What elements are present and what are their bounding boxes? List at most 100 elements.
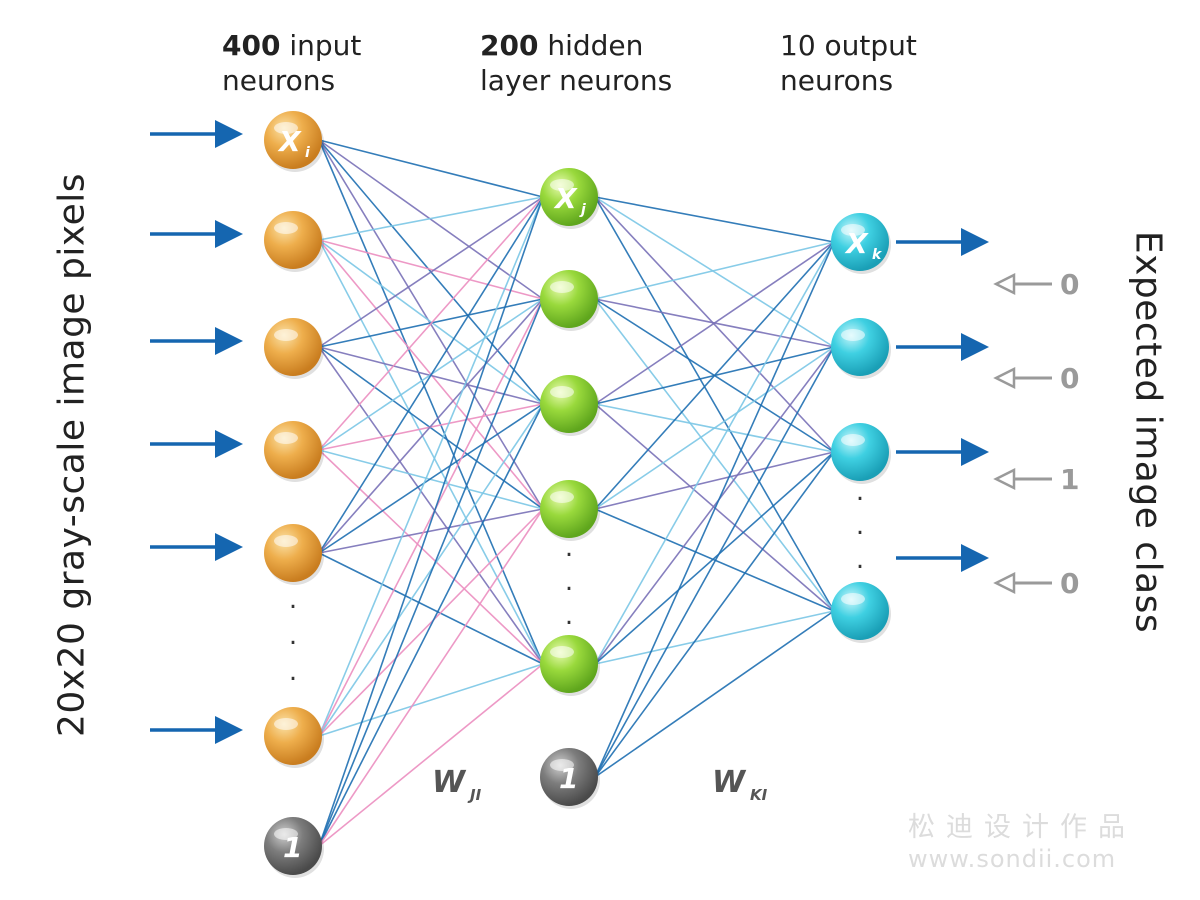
output-neuron: [831, 582, 889, 640]
connection-line: [594, 451, 835, 510]
connection-line: [318, 663, 544, 737]
connection-line: [318, 239, 544, 300]
input-neuron: [264, 707, 322, 765]
hidden-neuron: [540, 270, 598, 328]
connection-line: [318, 139, 544, 665]
input-ellipsis-dot: .: [289, 657, 297, 687]
connection-line: [594, 610, 835, 778]
output-layer-header: 10 output neurons: [780, 28, 917, 98]
connection-line: [318, 449, 544, 665]
hidden-ellipsis-dot: .: [565, 567, 573, 597]
expected-arrow-head: [993, 272, 1016, 296]
output-ellipsis-dot: .: [856, 477, 864, 507]
output-ellipsis-dot: .: [856, 511, 864, 541]
connection-line: [318, 508, 544, 554]
connection-line: [318, 239, 544, 405]
connection-line: [318, 196, 544, 737]
connection-line: [318, 139, 544, 300]
input-ellipsis-dot: .: [289, 585, 297, 615]
output-header-line1: 10 output: [780, 29, 917, 62]
hidden-ellipsis-dot: .: [565, 601, 573, 631]
connection-line: [318, 663, 544, 847]
hidden-layer-header: 200 hidden layer neurons: [480, 28, 672, 98]
connection-line: [594, 346, 835, 665]
output-ellipsis-dot: .: [856, 545, 864, 575]
neuron-highlight: [274, 535, 298, 547]
output-neuron-label-sub: k: [872, 247, 883, 263]
connection-line: [594, 196, 835, 612]
connection-line: [594, 196, 835, 348]
connection-line: [594, 451, 835, 665]
neuron-highlight: [550, 179, 574, 191]
hidden-count: 200: [480, 29, 539, 62]
input-neuron: [264, 524, 322, 582]
watermark-url: www.sondii.com: [908, 845, 1117, 873]
neuron-highlight: [274, 828, 298, 840]
hidden-ellipsis-dot: .: [565, 533, 573, 563]
hidden-header-line2: layer neurons: [480, 64, 673, 97]
neurons: [264, 111, 891, 878]
hidden-neuron: [540, 480, 598, 538]
output-header-line2: neurons: [780, 64, 894, 97]
connection-lines: [318, 139, 835, 847]
neuron-highlight: [841, 329, 865, 341]
arrows: [150, 120, 1052, 744]
input-neuron: [264, 318, 322, 376]
hidden-neuron: [540, 635, 598, 693]
connection-line: [594, 241, 835, 665]
neuron-highlight: [274, 222, 298, 234]
connection-line: [594, 196, 835, 243]
neuron-highlight: [274, 718, 298, 730]
connection-line: [318, 403, 544, 554]
hidden-header-line1: hidden: [538, 29, 644, 62]
connection-line: [318, 449, 544, 510]
neuron-highlight: [550, 281, 574, 293]
connection-line: [318, 196, 544, 451]
connection-line: [318, 403, 544, 737]
hidden-neuron-label: X: [553, 182, 578, 215]
connection-line: [318, 298, 544, 554]
connection-line: [594, 298, 835, 612]
connection-line: [594, 403, 835, 612]
connection-line: [318, 508, 544, 737]
connection-line: [318, 196, 544, 241]
connection-line: [318, 196, 544, 554]
neuron-highlight: [550, 386, 574, 398]
connection-line: [318, 139, 544, 198]
weight-label-ki-sub: KI: [750, 786, 768, 804]
neuron-highlight: [550, 491, 574, 503]
weight-label-ji: W: [432, 765, 467, 800]
connection-line: [594, 610, 835, 665]
input-count: 400: [222, 29, 281, 62]
watermark-chinese: 松迪设计作品: [908, 812, 1136, 843]
connection-line: [318, 403, 544, 847]
connection-line: [594, 508, 835, 612]
weight-label-ki: W: [712, 765, 747, 800]
connection-line: [594, 241, 835, 405]
connection-line: [318, 298, 544, 847]
expected-value: 0: [1060, 268, 1079, 301]
hidden-bias-label: 1: [559, 762, 578, 795]
expected-arrow-head: [993, 467, 1016, 491]
output-neuron: [831, 423, 889, 481]
connection-line: [318, 196, 544, 348]
neuron-highlight: [841, 434, 865, 446]
expected-arrow-head: [993, 366, 1016, 390]
expected-value: 1: [1060, 463, 1079, 496]
input-bias-label: 1: [283, 831, 302, 864]
input-header-line2: neurons: [222, 64, 336, 97]
neuron-highlight: [274, 122, 298, 134]
connection-line: [594, 196, 835, 453]
connection-line: [594, 241, 835, 778]
connection-line: [318, 346, 544, 665]
connection-line: [318, 346, 544, 510]
input-neuron-label-sub: i: [305, 145, 310, 161]
input-neuron: [264, 211, 322, 269]
input-header-line1: input: [280, 29, 362, 62]
expected-value: 0: [1060, 362, 1079, 395]
output-neuron-label: X: [844, 227, 869, 260]
connection-line: [594, 241, 835, 510]
